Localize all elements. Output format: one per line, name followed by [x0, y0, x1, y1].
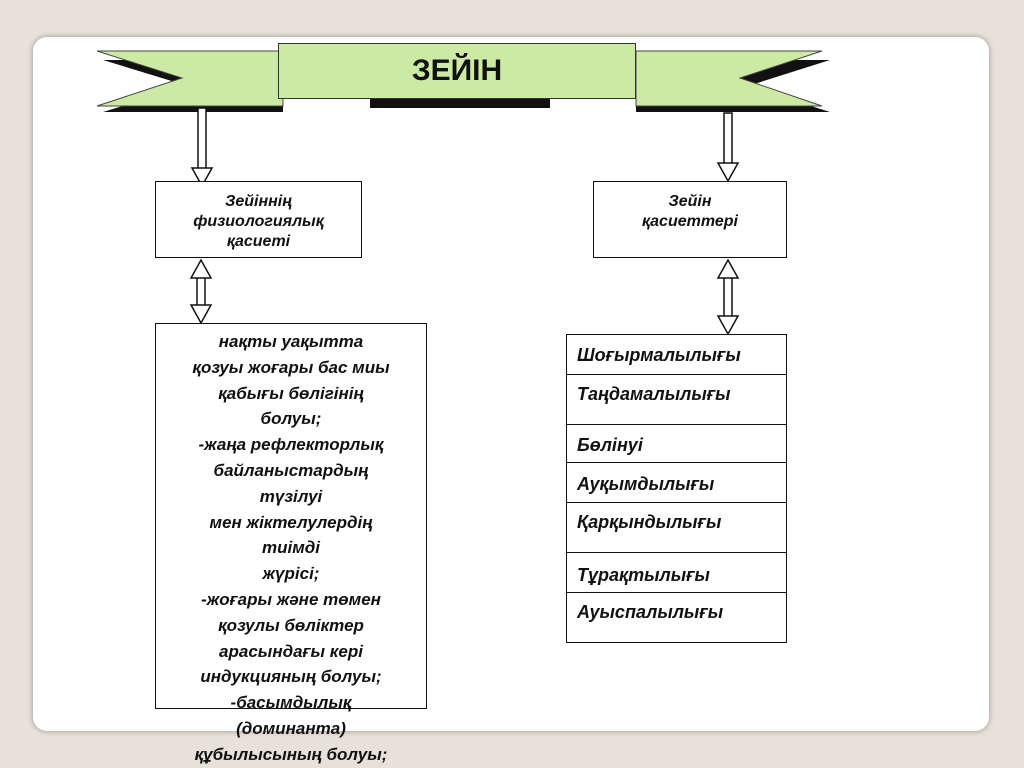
arrow-down-left	[190, 107, 214, 188]
banner-right-tail	[635, 50, 823, 107]
physiological-label-line-2: физиологиялық	[193, 213, 324, 230]
description-line: қабығы бөлігінің	[218, 383, 364, 403]
arrow-double-left	[189, 258, 213, 325]
property-item-intensity: Қарқындылығы	[566, 502, 787, 554]
property-item-stability: Тұрақтылығы	[566, 552, 787, 594]
description-line: нақты уақытта	[218, 332, 364, 351]
property-item-distribution: Бөлінуі	[566, 424, 787, 464]
arrow-double-right	[716, 258, 740, 336]
property-item-selectivity: Таңдамалылығы	[566, 374, 787, 426]
description-line: жүрісі;	[262, 564, 320, 584]
property-item-switching: Ауыспалылығы	[566, 592, 787, 643]
description-line: қозулы бөліктер	[218, 615, 364, 635]
properties-label-line-2: қасиеттері	[642, 213, 738, 230]
description-line: мен жіктелулердің	[209, 512, 373, 532]
property-item-volume: Ауқымдылығы	[566, 462, 787, 504]
description-line: индукцияның болуы;	[200, 667, 382, 687]
description-line: түзілуі	[259, 486, 323, 506]
physiological-label-line-3: қасиеті	[226, 233, 291, 250]
description-line: -жаңа рефлекторлық	[198, 435, 384, 455]
description-line: тиімді	[261, 538, 321, 558]
description-line: арасындағы кері	[219, 641, 363, 661]
property-item-concentration: Шоғырмалылығы	[566, 334, 787, 376]
physiological-label-line-1: Зейіннің	[225, 193, 292, 210]
physiological-description-box: нақты уақытта қозуы жоғары бас миы қабығ…	[155, 323, 427, 764]
description-line: құбылысының болуы;	[194, 744, 388, 764]
arrow-down-right	[716, 112, 740, 183]
description-line: болуы;	[260, 409, 322, 429]
description-line: байланыстардың	[213, 460, 369, 480]
attention-properties-box: Зейін қасиеттері	[593, 181, 787, 258]
physiological-property-box: Зейіннің физиологиялық қасиеті	[155, 181, 362, 258]
description-line: (доминанта)	[236, 718, 346, 738]
banner-left-tail	[96, 50, 284, 107]
description-line: -басымдылық	[230, 693, 352, 713]
description-line: -жоғары және төмен	[201, 589, 381, 609]
description-line: қозуы жоғары бас миы	[192, 357, 390, 377]
properties-label-line-1: Зейін	[668, 193, 712, 210]
title-banner: ЗЕЙІН	[278, 43, 636, 99]
page-title: ЗЕЙІН	[411, 54, 503, 87]
